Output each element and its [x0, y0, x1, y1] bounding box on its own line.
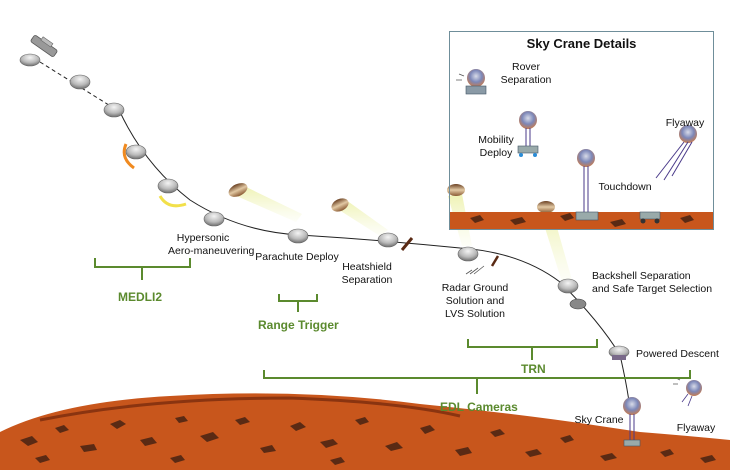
sky-crane-icon [623, 397, 641, 447]
label-hypersonic-line2: Aero-maneuvering [168, 245, 255, 257]
capsule-icon [103, 102, 125, 118]
capsule-icon [19, 53, 41, 67]
powered-descent-icon [608, 345, 630, 360]
entry-trajectory [39, 61, 631, 411]
rover-icon [639, 211, 661, 224]
label-heatshield-line2: Separation [341, 274, 393, 286]
capsule-icon [69, 74, 91, 90]
label-backshell-separation: Backshell Separation and Safe Target Sel… [592, 270, 712, 296]
capsule-icon [203, 211, 225, 227]
capsule-icon [157, 178, 187, 208]
range-trigger-bracket [278, 294, 318, 312]
touchdown-icon [575, 149, 599, 221]
inset-flyaway-icon [655, 125, 697, 181]
instrument-medli2: MEDLI2 [118, 290, 163, 304]
label-backshell-line2: and Safe Target Selection [592, 283, 713, 295]
mobility-deploy-icon [517, 111, 539, 157]
label-radar-solution: Radar Ground Solution and LVS Solution [439, 282, 511, 321]
label-inset-flyaway: Flyaway [665, 117, 705, 129]
rover-separation-icon [456, 69, 487, 95]
instrument-edl-cameras: EDL Cameras [440, 400, 518, 414]
parachute-icon [228, 183, 309, 244]
label-sky-crane: Sky Crane [574, 414, 624, 426]
label-heatshield-separation: Heatshield Separation [337, 261, 397, 287]
label-mobility-line2: Deploy [479, 147, 513, 159]
flyaway-icon [673, 377, 702, 407]
label-touchdown: Touchdown [598, 181, 652, 193]
label-radar-line1: Radar Ground [441, 282, 509, 294]
label-rover-separation: Rover Separation [496, 61, 556, 87]
label-powered-descent: Powered Descent [636, 348, 719, 360]
mars-terrain [0, 393, 730, 470]
label-mobility-deploy: Mobility Deploy [470, 134, 522, 160]
capsule-icon [122, 143, 147, 170]
label-parachute-deploy: Parachute Deploy [255, 251, 339, 263]
label-heatshield-line1: Heatshield [342, 261, 392, 273]
label-hypersonic: Hypersonic Aero-maneuvering [168, 232, 255, 258]
label-rover-sep-line2: Separation [500, 74, 552, 86]
label-radar-line2: Solution and [445, 295, 505, 307]
edl-cameras-bracket [263, 370, 691, 394]
cruise-stage-icon [30, 35, 58, 57]
label-radar-line3: LVS Solution [445, 308, 505, 320]
instrument-range-trigger: Range Trigger [258, 318, 339, 332]
instrument-trn: TRN [521, 362, 546, 376]
heatshield-separation-icon [331, 198, 414, 251]
label-hypersonic-line1: Hypersonic [176, 232, 230, 244]
inset-title: Sky Crane Details [526, 36, 637, 51]
label-flyaway: Flyaway [676, 422, 716, 434]
sky-crane-details-panel [449, 31, 714, 230]
medli2-bracket [94, 258, 191, 280]
label-backshell-line1: Backshell Separation [592, 270, 691, 282]
label-rover-sep-line1: Rover [511, 61, 540, 73]
trn-bracket [467, 339, 598, 360]
label-mobility-line1: Mobility [478, 134, 514, 146]
